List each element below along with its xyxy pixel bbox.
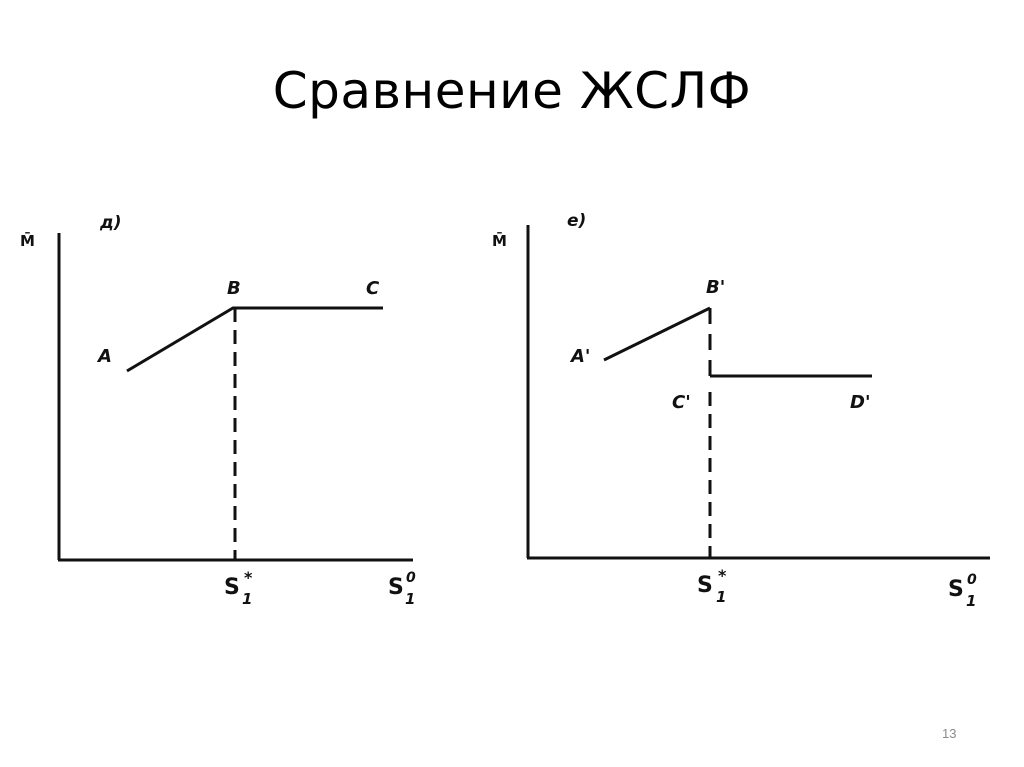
x-tick-sup: * <box>718 566 727 585</box>
point-label-c: C <box>366 278 380 299</box>
curve-ab <box>603 306 711 362</box>
y-axis-label: M̄ <box>492 230 507 250</box>
x-tick-label: S <box>224 575 240 600</box>
point-label-d: D' <box>850 392 870 413</box>
slide-title: Сравнение ЖСЛФ <box>272 62 752 120</box>
x-tick-sub: 1 <box>242 590 252 608</box>
y-axis-label: M̄ <box>20 230 35 250</box>
panel-tag: е) <box>567 211 586 231</box>
point-label-c: C' <box>672 392 691 413</box>
panel-d: д) M̄ A B C S 1 * S 1 0 <box>20 213 416 608</box>
x-tick-sup: * <box>244 568 253 587</box>
slide-number: 13 <box>942 726 957 741</box>
panel-e: е) M̄ A' B' C' D' S 1 * S 1 0 <box>492 211 990 610</box>
point-label-b: B' <box>706 277 725 298</box>
x-end-label: S <box>948 577 964 602</box>
x-tick-label: S <box>697 573 713 598</box>
x-tick-sub: 1 <box>716 588 726 606</box>
x-end-sub: 1 <box>966 592 976 610</box>
x-end-sub: 1 <box>405 590 415 608</box>
point-label-a: A' <box>569 346 590 367</box>
x-end-sup: 0 <box>406 570 416 586</box>
x-end-label: S <box>388 575 404 600</box>
curve-abc <box>126 306 383 373</box>
x-end-sup: 0 <box>967 572 977 588</box>
panel-tag: д) <box>99 213 122 233</box>
point-label-a: A <box>96 346 112 367</box>
point-label-b: B <box>227 278 241 299</box>
